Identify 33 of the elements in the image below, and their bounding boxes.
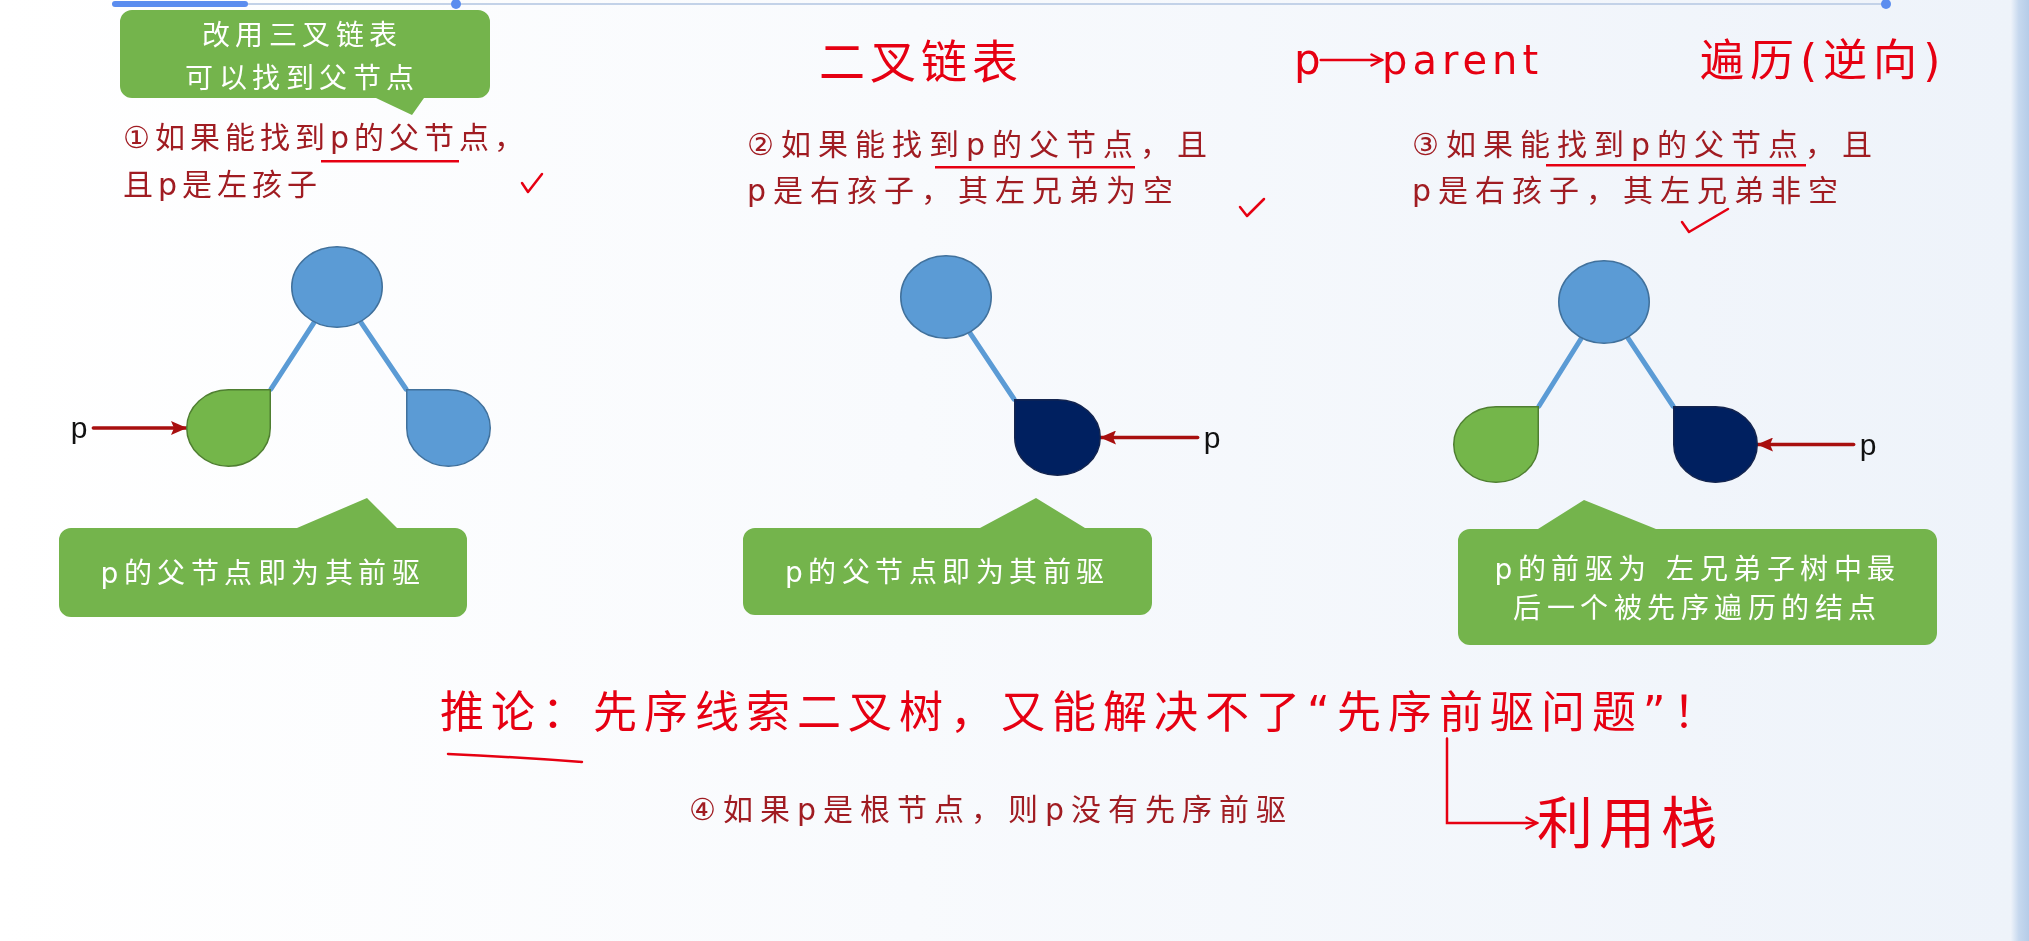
callout-box <box>120 10 490 114</box>
handwritten-note: parent <box>1382 36 1544 84</box>
tree-branch-line <box>967 330 1017 402</box>
tree-branch-line <box>1536 336 1584 409</box>
circle-node <box>900 255 992 339</box>
teardrop-node <box>1453 406 1539 483</box>
tree-branch-line <box>268 320 317 392</box>
callout-text: p的父节点即为其前驱 <box>100 555 426 592</box>
pointer-label: p <box>64 410 94 446</box>
callout-text: 改用三叉链表可以找到父节点 <box>185 18 421 97</box>
circle-node <box>1558 260 1650 344</box>
pointer-label: p <box>1197 419 1227 456</box>
circle-node <box>291 246 383 328</box>
callout-text: p的父节点即为其前驱 <box>785 554 1110 591</box>
tree-branch-line <box>1625 335 1676 409</box>
handwritten-note: 利用栈 <box>1537 789 1723 857</box>
tree-branch-line <box>358 319 409 392</box>
handwritten-note: 遍历(逆向) <box>1700 33 1947 87</box>
teardrop-node <box>406 389 491 467</box>
callout-box <box>59 498 467 617</box>
handwritten-note: p <box>1294 35 1321 85</box>
teardrop-node <box>186 389 271 467</box>
teardrop-node <box>1014 399 1101 476</box>
handwritten-arrow <box>1445 737 1539 830</box>
handwritten-note: 二叉链表 <box>819 34 1023 90</box>
pointer-label: p <box>1853 426 1883 463</box>
handwritten-note: 推论：先序线索二叉树，又能解决不了“先序前驱问题”！ <box>440 685 1724 739</box>
condition-text: ④如果p是根节点，则p没有先序前驱 <box>689 792 1293 828</box>
handwritten-arrow <box>1319 53 1384 67</box>
callout-box <box>743 498 1152 615</box>
callout-box <box>1458 500 1937 645</box>
callout-text: p的前驱为 左兄弟子树中最后一个被先序遍历的结点 <box>1493 552 1902 627</box>
teardrop-node <box>1673 406 1758 483</box>
